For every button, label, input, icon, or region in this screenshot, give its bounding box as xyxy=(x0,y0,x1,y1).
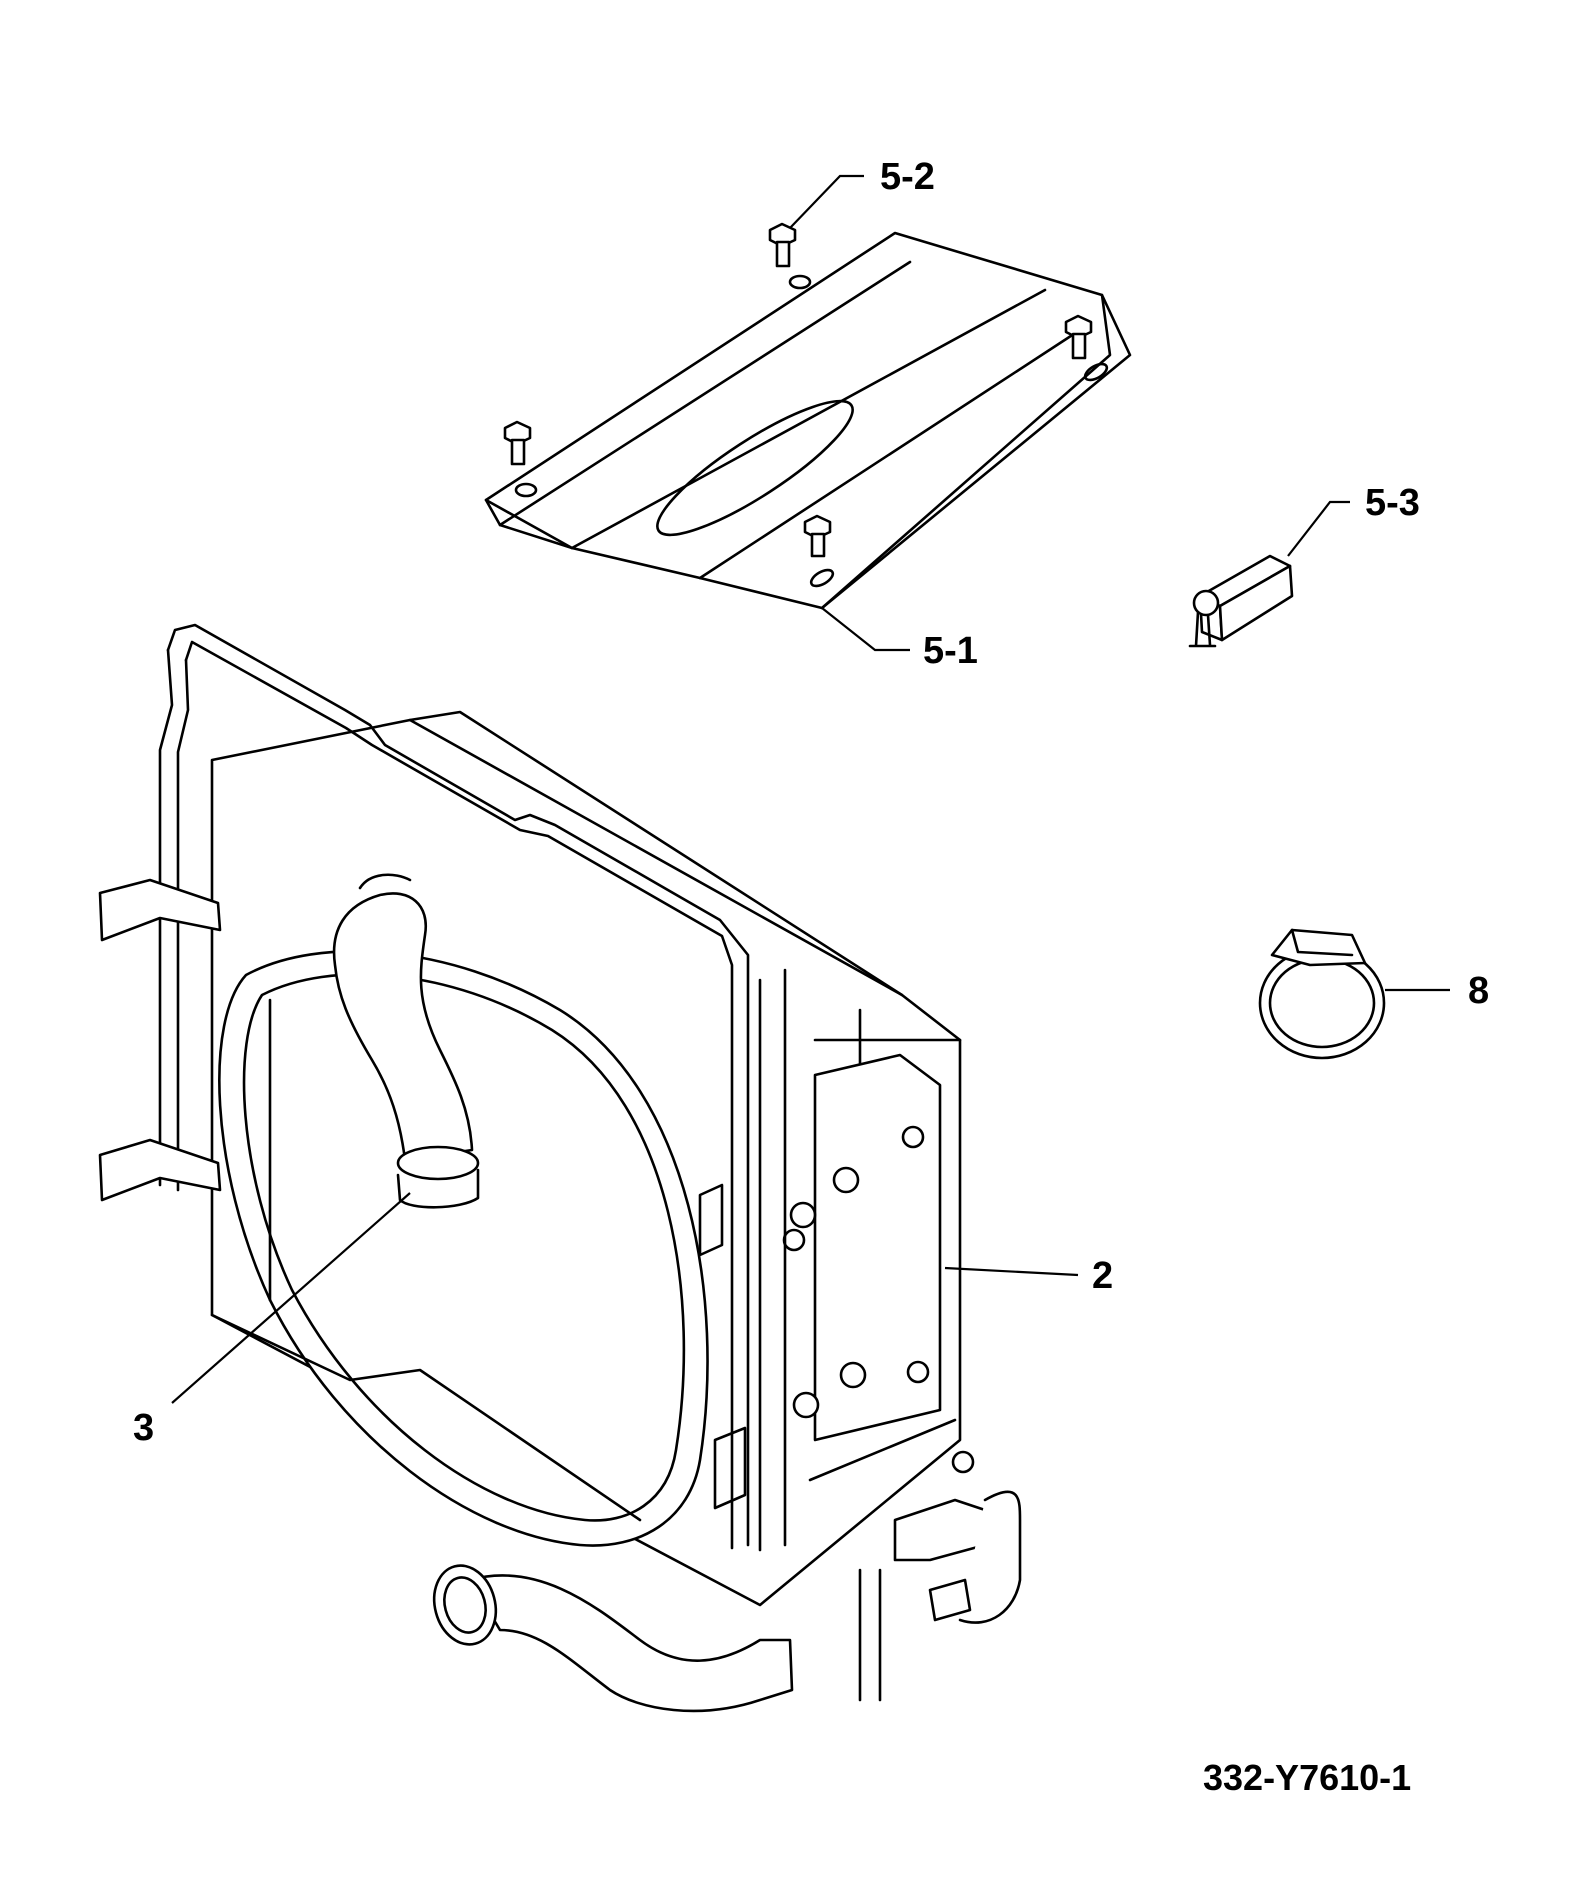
bolt-icon xyxy=(832,1166,860,1194)
bolt-icon xyxy=(792,1391,820,1419)
seal-strip xyxy=(1188,554,1294,648)
callout-3: 3 xyxy=(133,1407,154,1449)
bolt-icon xyxy=(906,1360,930,1384)
bolt-icon xyxy=(503,420,532,466)
bolt-icon xyxy=(803,514,832,558)
callout-5-1: 5-1 xyxy=(923,630,978,672)
hose-clamp xyxy=(1258,928,1386,1060)
bolt-icon xyxy=(839,1361,867,1389)
bolt-icon xyxy=(1064,314,1093,360)
callout-5-2: 5-2 xyxy=(880,156,935,198)
bolt-icon xyxy=(951,1450,975,1474)
reference-code: 332-Y7610-1 xyxy=(1203,1757,1411,1798)
callout-2: 2 xyxy=(1092,1255,1113,1297)
radiator-assembly xyxy=(98,623,1022,1713)
callout-5-3: 5-3 xyxy=(1365,482,1420,524)
bolt-icon xyxy=(782,1228,806,1252)
bolt-icon xyxy=(768,222,797,268)
bolt-icon xyxy=(901,1125,925,1149)
cover-plate xyxy=(484,231,1132,610)
bolt-icon xyxy=(789,1201,817,1229)
leader-lines xyxy=(171,174,1450,1404)
callout-8: 8 xyxy=(1468,970,1489,1012)
